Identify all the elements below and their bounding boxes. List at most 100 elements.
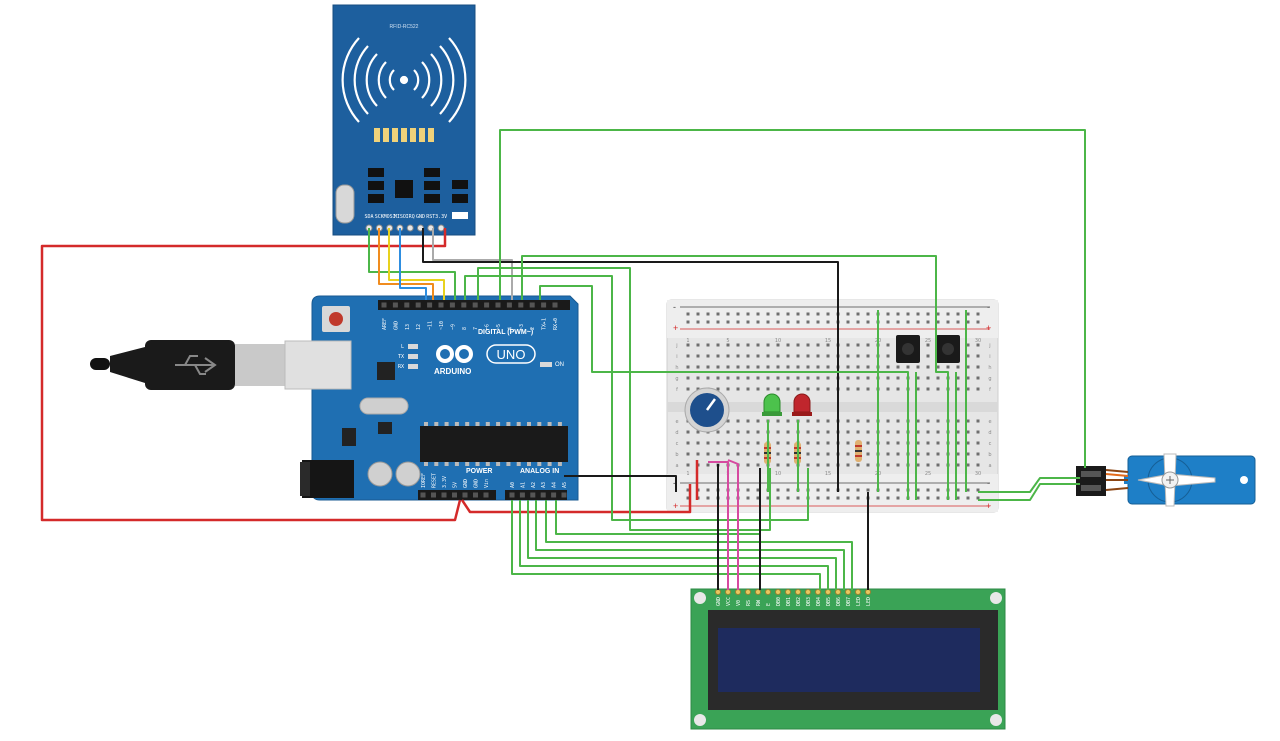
digital-pin-label: RX◂0 (553, 318, 559, 330)
lcd-pin-label: E (766, 603, 772, 606)
analog-label: ANALOG IN (520, 468, 559, 475)
bb-col-number: 10 (775, 471, 781, 477)
bb-col-number: 1 (686, 338, 689, 344)
rail-minus-label-right: - (987, 302, 990, 312)
lcd-pin[interactable] (745, 589, 751, 595)
lcd-pin[interactable] (845, 589, 851, 595)
bb-row-letter: h (675, 365, 678, 371)
wire-green-button1 (464, 275, 809, 521)
digital-pin[interactable] (404, 302, 410, 308)
power-pin[interactable] (441, 492, 447, 498)
power-pin[interactable] (452, 492, 457, 498)
lcd-pin[interactable] (815, 589, 821, 595)
bb-col-number: 30 (975, 338, 981, 344)
digital-pin[interactable] (427, 302, 433, 308)
lcd-pin[interactable] (835, 589, 841, 595)
bb-row-letter: c (676, 441, 679, 447)
wire-analog-a3 (535, 500, 845, 590)
power-pin[interactable] (462, 492, 468, 498)
arduino-logo-icon (436, 345, 473, 363)
lcd-pin[interactable] (735, 589, 741, 595)
bb-row-letter: f (676, 387, 678, 393)
rfid-pin-label: RST (426, 214, 435, 220)
digital-pin-label: ~11 (428, 321, 434, 330)
rfid-pin-label: MISO (394, 214, 406, 220)
digital-pin[interactable] (484, 302, 490, 308)
power-pin-label: IOREF (421, 473, 427, 488)
led-red (792, 393, 812, 416)
lcd-pin[interactable] (855, 589, 861, 595)
wire-green-button2 (521, 255, 949, 500)
digital-pin-label: 4 (507, 327, 513, 330)
analog-pin[interactable] (540, 492, 546, 498)
digital-pin[interactable] (506, 302, 512, 308)
digital-pin-label: ~10 (439, 321, 445, 330)
rfid-pin[interactable] (406, 224, 414, 232)
digital-pin[interactable] (392, 302, 398, 308)
bb-row-letter: f (989, 387, 991, 393)
lcd-pin[interactable] (785, 589, 791, 595)
digital-pin[interactable] (461, 302, 467, 308)
wire-analog-a1 (519, 500, 829, 590)
board-led (408, 364, 418, 369)
bb-row-letter: a (988, 463, 991, 469)
bb-col-number: 15 (825, 338, 831, 344)
analog-pin[interactable] (551, 492, 557, 498)
bb-row-letter: d (675, 430, 678, 436)
servo-motor (1076, 453, 1256, 507)
digital-pin[interactable] (541, 302, 547, 308)
bb-row-letter: j (675, 343, 677, 349)
lcd-pin[interactable] (805, 589, 811, 595)
digital-pin[interactable] (415, 302, 421, 308)
analog-pin[interactable] (561, 492, 567, 498)
lcd-pin[interactable] (765, 589, 771, 595)
usb-icon (175, 355, 217, 375)
digital-pin-label: 12 (416, 324, 422, 330)
wire-analog-a2 (527, 500, 837, 590)
rail-plus-label-right: + (986, 323, 991, 333)
analog-pin-label: A1 (520, 482, 526, 488)
analog-pin[interactable] (519, 492, 525, 498)
analog-pin-label: A5 (562, 482, 568, 488)
bb-row-letter: g (675, 376, 678, 382)
pushbutton-1[interactable] (896, 335, 920, 363)
lcd-pin-label: LED (856, 597, 862, 606)
digital-pin[interactable] (438, 302, 444, 308)
analog-pin-label: A3 (541, 482, 547, 488)
lcd-pin[interactable] (825, 589, 831, 595)
potentiometer[interactable] (684, 387, 730, 433)
pushbutton-2[interactable] (936, 335, 960, 363)
digital-pin-label: GND (393, 321, 399, 330)
wire-analog-a0 (511, 500, 821, 590)
lcd-pin-label: DB5 (826, 597, 832, 606)
power-pin[interactable] (483, 492, 489, 498)
power-pin[interactable] (420, 492, 426, 498)
digital-pin[interactable] (472, 302, 478, 308)
digital-pin-label: ~9 (450, 324, 456, 330)
digital-pin[interactable] (381, 302, 387, 308)
lcd-pin-label: DB0 (776, 597, 782, 606)
digital-pin-label: 7 (473, 327, 479, 330)
power-pin[interactable] (473, 492, 478, 498)
digital-pin[interactable] (449, 302, 455, 308)
lcd-pin[interactable] (865, 589, 871, 595)
analog-pin[interactable] (509, 492, 515, 498)
analog-pin[interactable] (530, 492, 536, 498)
lcd-pin[interactable] (715, 589, 721, 595)
lcd-pin[interactable] (725, 589, 731, 595)
digital-pin-label: ~5 (496, 324, 502, 330)
wire-green-servo (978, 483, 1080, 501)
bb-col-number: 1 (686, 471, 689, 477)
digital-pin[interactable] (529, 302, 535, 308)
rfid-pin[interactable] (437, 224, 445, 232)
lcd-pin[interactable] (775, 589, 781, 595)
digital-pin[interactable] (518, 302, 524, 308)
power-pin-label: GND (474, 479, 480, 488)
digital-pin[interactable] (495, 302, 501, 308)
power-pin[interactable] (431, 492, 436, 498)
lcd-pin[interactable] (795, 589, 801, 595)
digital-pin[interactable] (552, 302, 558, 308)
lcd-pin[interactable] (755, 589, 761, 595)
lcd-pin-label: RW (756, 599, 762, 606)
